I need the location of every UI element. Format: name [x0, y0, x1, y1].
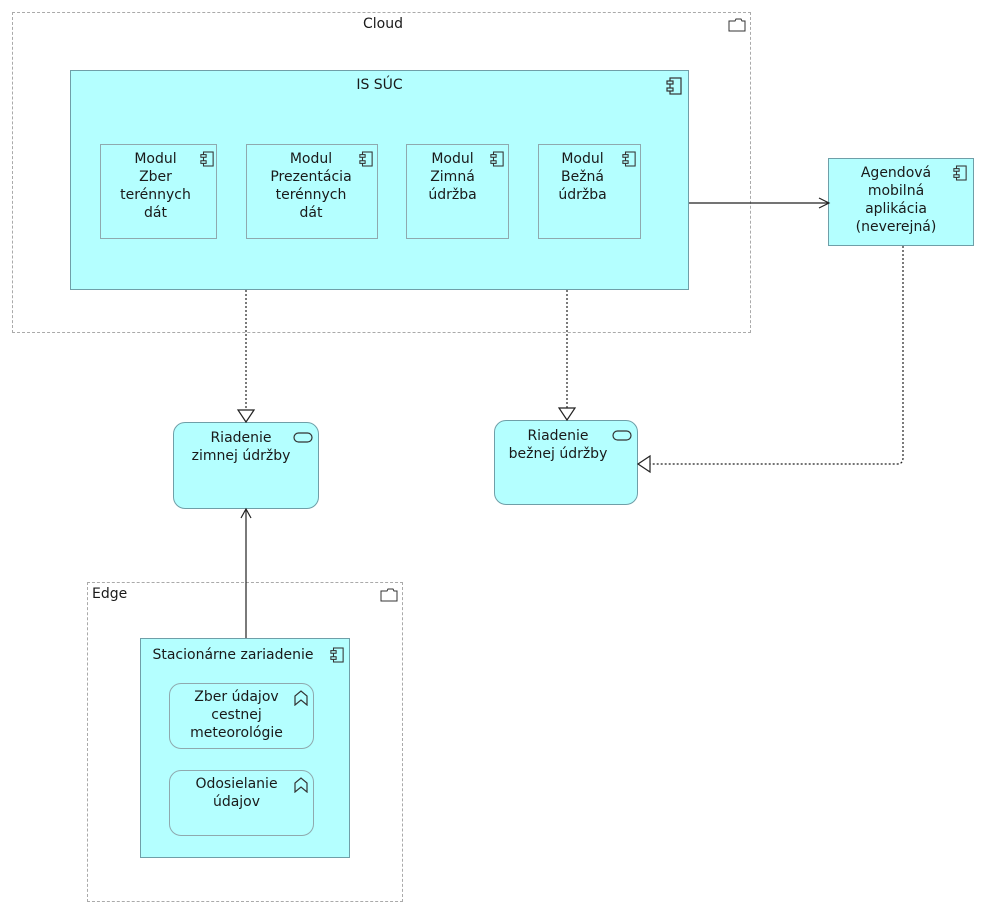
- arrowhead-open: [240, 507, 252, 519]
- function-icon: [294, 777, 308, 793]
- service-riadenie-beznej-udrzby[interactable]: Riadenie bežnej údržby: [494, 420, 638, 505]
- function-icon: [294, 690, 308, 706]
- module-prezentacia-terennych-dat[interactable]: Modul Prezentácia terénnych dát: [246, 144, 378, 239]
- module-label: Modul Zimná údržba: [428, 151, 477, 203]
- function-zber-udajov[interactable]: Zber údajov cestnej meteorológie: [169, 683, 314, 749]
- component-icon: [666, 77, 682, 95]
- component-icon: [490, 151, 504, 167]
- component-icon: [359, 151, 373, 167]
- service-riadenie-zimnej-udrzby[interactable]: Riadenie zimnej údržby: [173, 422, 319, 509]
- arrowhead-hollow-triangle: [557, 407, 577, 422]
- function-label: Zber údajov cestnej meteorológie: [190, 689, 283, 741]
- cloud-group[interactable]: Cloud: [12, 12, 751, 333]
- module-bezna-udrzba[interactable]: Modul Bežná údržba: [538, 144, 641, 239]
- module-label: Modul Zber terénnych dát: [120, 151, 191, 221]
- cloud-group-label: Cloud: [363, 16, 403, 32]
- stationary-device-label: Stacionárne zariadenie: [152, 647, 314, 663]
- arrowhead-hollow-triangle: [636, 454, 651, 474]
- agenda-app-label: Agendová mobilná aplikácia (neverejná): [855, 165, 937, 235]
- component-icon: [200, 151, 214, 167]
- service-label: Riadenie zimnej údržby: [191, 430, 291, 464]
- component-icon: [953, 165, 967, 181]
- module-label: Modul Prezentácia terénnych dát: [270, 151, 352, 221]
- service-icon: [293, 432, 313, 443]
- service-icon: [612, 430, 632, 441]
- agenda-mobile-app-component[interactable]: Agendová mobilná aplikácia (neverejná): [828, 158, 974, 246]
- module-zber-terennych-dat[interactable]: Modul Zber terénnych dát: [100, 144, 217, 239]
- edge-group[interactable]: Edge: [87, 582, 403, 902]
- arrowhead-hollow-triangle: [236, 409, 256, 424]
- component-icon: [622, 151, 636, 167]
- function-odosielanie-udajov[interactable]: Odosielanie údajov: [169, 770, 314, 836]
- module-label: Modul Bežná údržba: [558, 151, 607, 203]
- component-icon: [330, 647, 344, 663]
- module-zimna-udrzba[interactable]: Modul Zimná údržba: [406, 144, 509, 239]
- folder-icon: [380, 588, 398, 602]
- edge-group-label: Edge: [92, 586, 128, 602]
- function-label: Odosielanie údajov: [195, 776, 278, 810]
- service-label: Riadenie bežnej údržby: [508, 428, 608, 462]
- is-suc-label: IS SÚC: [356, 77, 403, 93]
- folder-icon: [728, 18, 746, 32]
